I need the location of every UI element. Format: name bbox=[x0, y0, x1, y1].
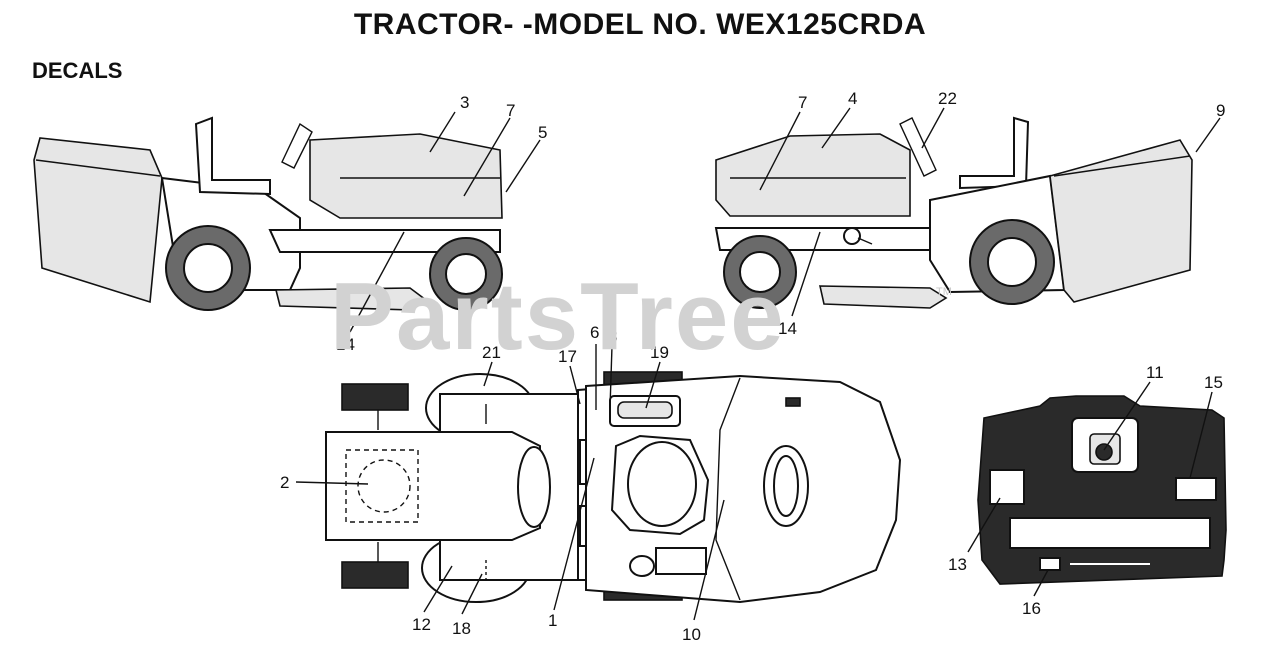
watermark: PartsTree bbox=[330, 263, 786, 370]
callout-21: 21 bbox=[482, 343, 501, 362]
callout-16: 16 bbox=[1022, 599, 1041, 618]
callout-14-left: 14 bbox=[336, 335, 355, 354]
rear-panel-view bbox=[977, 395, 1227, 585]
callout-13: 13 bbox=[948, 555, 967, 574]
callout-5: 5 bbox=[538, 123, 547, 142]
callout-14-right: 14 bbox=[778, 319, 797, 338]
hood-top bbox=[585, 374, 902, 604]
callout-2: 2 bbox=[280, 473, 289, 492]
top-view bbox=[325, 371, 902, 604]
callout-labels: 3 7 5 14 7 4 22 9 14 2 21 17 6 8 19 1 10… bbox=[280, 89, 1225, 644]
callout-1: 1 bbox=[548, 611, 557, 630]
fender-left bbox=[309, 133, 503, 219]
wheel-top-rear-left bbox=[341, 383, 409, 411]
callout-12: 12 bbox=[412, 615, 431, 634]
callout-3: 3 bbox=[460, 93, 469, 112]
discharge-chute-top bbox=[325, 431, 541, 541]
left-side-view bbox=[33, 116, 503, 311]
fender-right bbox=[715, 133, 911, 217]
wheel-top-rear-right bbox=[341, 561, 409, 589]
callout-7-right: 7 bbox=[798, 93, 807, 112]
callout-9: 9 bbox=[1216, 101, 1225, 120]
callout-7-left: 7 bbox=[506, 101, 515, 120]
callout-19: 19 bbox=[650, 343, 669, 362]
decal-outline-2 bbox=[345, 449, 419, 523]
leader-lines bbox=[295, 107, 1221, 621]
seat-right bbox=[959, 116, 1030, 190]
watermark-trademark: TM bbox=[936, 286, 952, 298]
callout-11: 11 bbox=[1146, 363, 1164, 382]
right-side-view bbox=[714, 116, 1193, 309]
deck-left bbox=[274, 287, 428, 311]
callout-15: 15 bbox=[1204, 373, 1223, 392]
seat-left bbox=[194, 116, 271, 196]
callout-17: 17 bbox=[558, 347, 577, 366]
bagger-right bbox=[1049, 139, 1193, 303]
callout-18: 18 bbox=[452, 619, 471, 638]
callout-10: 10 bbox=[682, 625, 701, 644]
callout-8: 8 bbox=[608, 327, 617, 346]
callout-22: 22 bbox=[938, 89, 957, 108]
diagram-title: TRACTOR- -MODEL NO. WEX125CRDA bbox=[353, 8, 927, 41]
callout-6: 6 bbox=[590, 323, 599, 342]
section-heading: DECALS bbox=[32, 58, 123, 83]
callout-4: 4 bbox=[848, 89, 857, 108]
deck-right bbox=[818, 285, 948, 309]
